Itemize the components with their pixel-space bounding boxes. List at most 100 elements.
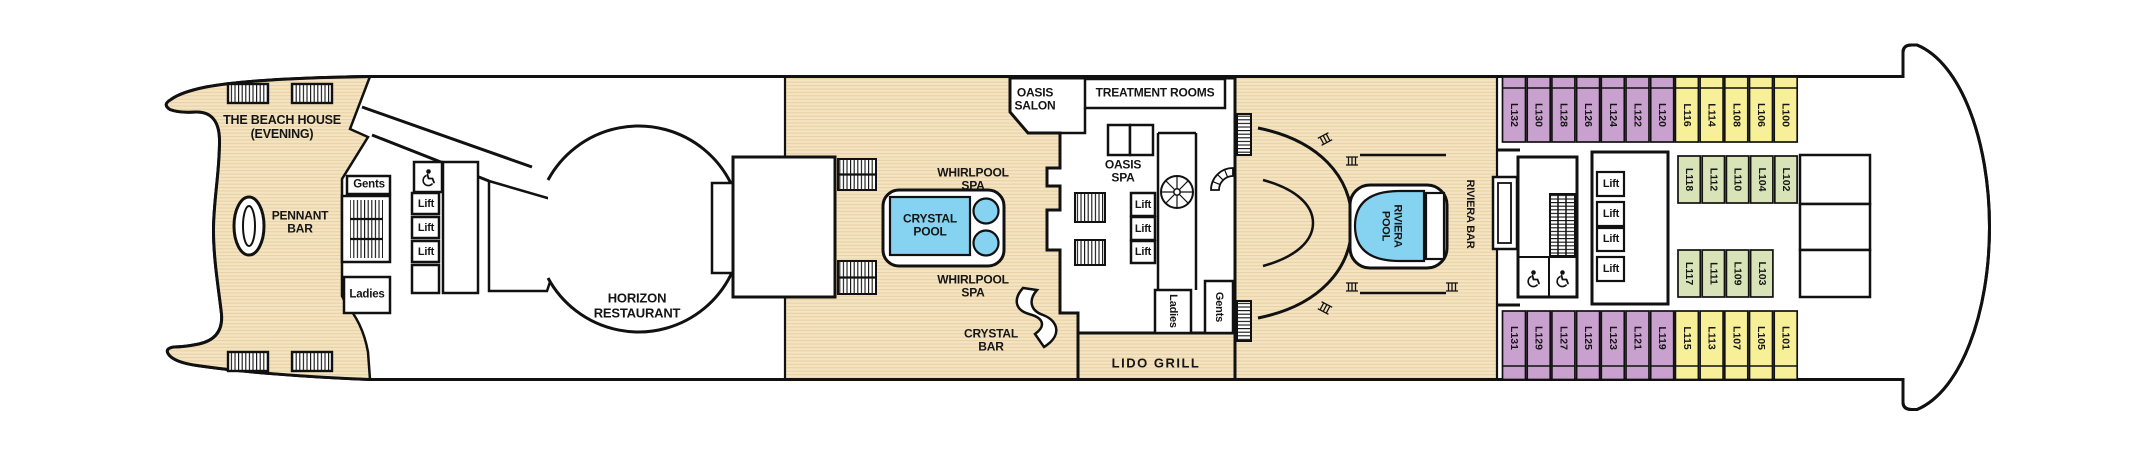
ladies-room [342, 275, 392, 315]
cabin-L123 [1600, 310, 1626, 381]
cabin-L102 [1773, 155, 1798, 204]
lift-label: Lift [417, 245, 435, 258]
cabin-label-L124: L124 [1607, 103, 1619, 127]
cabin-label-L111: L111 [1707, 262, 1719, 285]
cabin-label-L131: L131 [1508, 326, 1520, 350]
spa-complex [1008, 76, 1237, 380]
cabin-label-L128: L128 [1557, 103, 1569, 127]
cabin-label-L118: L118 [1683, 168, 1695, 192]
cabin-L125 [1575, 310, 1601, 381]
cabin-label-L120: L120 [1656, 103, 1668, 127]
crystal-bar-label: CRYSTAL BAR [964, 326, 1018, 354]
cabin-L128 [1551, 76, 1576, 143]
cabin-L117 [1677, 249, 1702, 298]
whirlpool-spa-tub [972, 197, 1000, 225]
cabin-L101 [1773, 310, 1799, 381]
cabin-L112 [1701, 155, 1726, 204]
riviera-pool-label: RIVIERA POOL [1379, 204, 1404, 248]
ladies-mid-label: Ladies [1167, 294, 1180, 328]
lift-label: Lift [417, 221, 435, 234]
ladies-room [1153, 288, 1193, 335]
cabin-label-L125: L125 [1582, 326, 1594, 350]
cabin-L107 [1723, 310, 1749, 381]
cabin-L121 [1625, 310, 1650, 381]
lift-box [1595, 226, 1626, 253]
cabin-label-L102: L102 [1780, 168, 1792, 192]
cabin-core [1497, 148, 1872, 307]
railing-icon [226, 82, 334, 373]
treatment-rooms [1083, 77, 1227, 110]
lido-grill-label: LIDO GRILL [1111, 355, 1201, 371]
cabin-label-L117: L117 [1683, 262, 1695, 286]
cabin-L130 [1526, 76, 1552, 143]
riviera-bar-label: RIVIERA BAR [1464, 179, 1477, 249]
cabin-L124 [1600, 76, 1626, 143]
cabin-label-L104: L104 [1756, 168, 1768, 192]
lift-label: Lift [1134, 198, 1152, 211]
crystal-pool-water [888, 195, 972, 257]
cabin-L122 [1625, 76, 1650, 143]
oasis-salon-label: OASIS SALON [1014, 85, 1056, 113]
cabin-label-L106: L106 [1755, 103, 1767, 127]
cabin-label-L108: L108 [1730, 103, 1742, 127]
lift-box [410, 239, 441, 264]
stairs-icon [1236, 300, 1252, 342]
cabin-L103 [1749, 249, 1774, 298]
riviera-area [1236, 113, 1519, 342]
cabin-L110 [1725, 155, 1750, 204]
lift-box [1595, 200, 1626, 228]
cabin-L115 [1674, 310, 1700, 381]
cabin-label-L105: L105 [1755, 326, 1767, 350]
cabin-L127 [1551, 310, 1576, 381]
cabin-label-L123: L123 [1607, 326, 1619, 350]
cabin-label-L129: L129 [1533, 326, 1545, 350]
cabin-L119 [1649, 310, 1675, 381]
bar-counter-icon [232, 195, 266, 257]
whirlpool-spa-tub [972, 229, 1000, 257]
cabin-L104 [1749, 155, 1774, 204]
cabin-label-L119: L119 [1656, 326, 1668, 350]
galley-block [710, 155, 877, 299]
cabin-label-L100: L100 [1780, 103, 1792, 127]
cabin-L116 [1674, 76, 1700, 143]
pennant-bar-label: PENNANT BAR [271, 208, 329, 236]
lift-box [410, 215, 441, 240]
cabin-label-L122: L122 [1632, 103, 1644, 127]
cabin-L114 [1699, 76, 1724, 143]
cabin-L109 [1725, 249, 1750, 298]
cabin-label-L110: L110 [1732, 168, 1744, 192]
cabin-L118 [1677, 155, 1702, 204]
cabin-L100 [1773, 76, 1799, 143]
cabin-label-L113: L113 [1706, 326, 1718, 350]
cabin-label-L127: L127 [1557, 326, 1569, 350]
cabin-L113 [1699, 310, 1724, 381]
lift-label: Lift [417, 197, 435, 210]
cabin-L105 [1748, 310, 1774, 381]
lift-box [1595, 255, 1626, 283]
whirlpool-spa-bottom-label: WHIRLPOOL SPA [937, 272, 1009, 300]
cabin-L111 [1701, 249, 1726, 298]
cabin-label-L109: L109 [1732, 262, 1744, 286]
cabin-label-L132: L132 [1508, 103, 1520, 127]
fan-staircase-icon [1210, 167, 1234, 191]
cabin-label-L107: L107 [1730, 326, 1742, 350]
gents-room [345, 174, 392, 196]
cabin-L120 [1649, 76, 1675, 143]
cabin-label-L126: L126 [1582, 103, 1594, 127]
gents-room [1203, 279, 1235, 335]
lift-label: Lift [1602, 177, 1620, 190]
cabin-label-L116: L116 [1681, 103, 1693, 127]
lift-label: Lift [1602, 207, 1620, 220]
riviera-pool-water [1353, 189, 1426, 263]
crystal-pool-group [881, 188, 1006, 268]
cabin-L131 [1501, 310, 1527, 381]
cabin-label-L121: L121 [1632, 326, 1644, 350]
cabin-L132 [1501, 76, 1527, 143]
cabin-L129 [1526, 310, 1552, 381]
cabin-label-L114: L114 [1706, 103, 1718, 127]
lift-label: Lift [1602, 262, 1620, 275]
gents-mid-label: Gents [1213, 291, 1226, 323]
